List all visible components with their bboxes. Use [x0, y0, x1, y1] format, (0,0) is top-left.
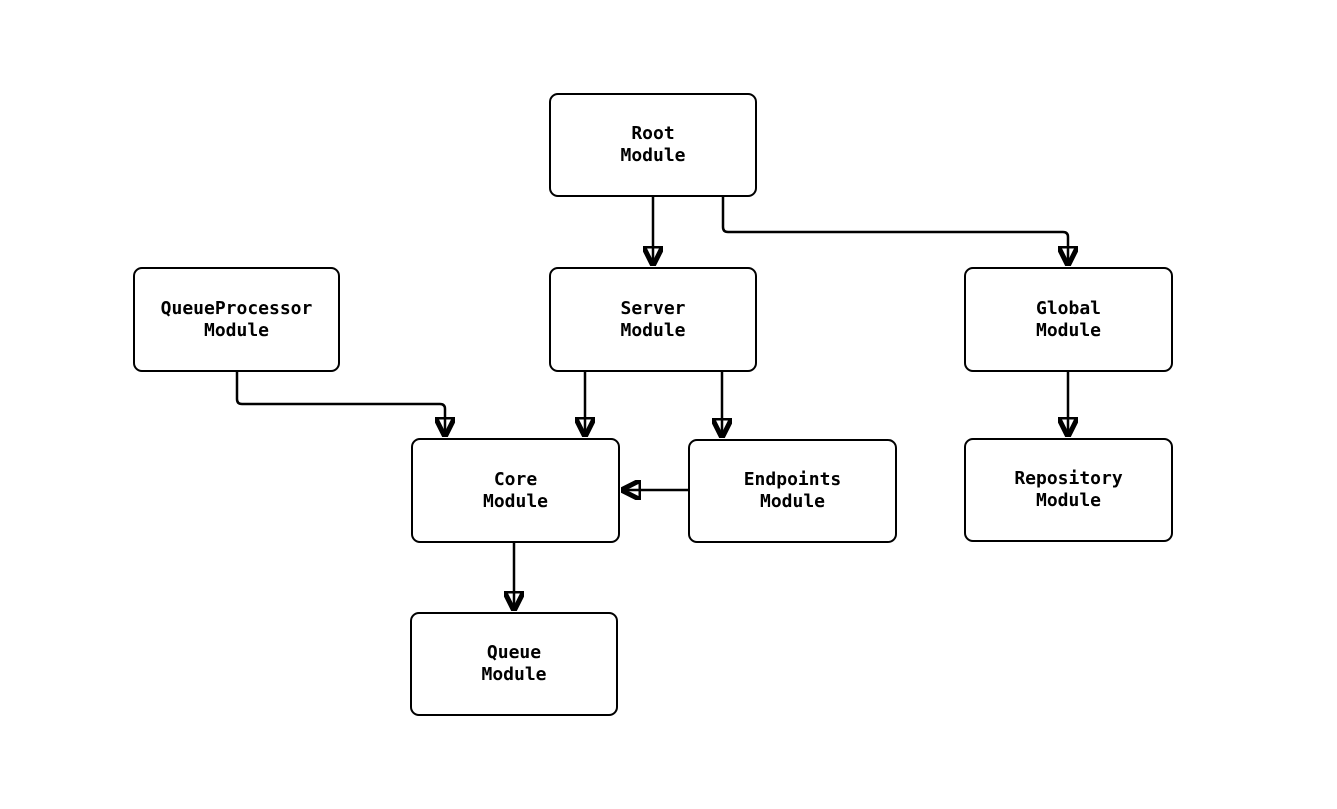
node-label-line2: Module — [203, 319, 270, 341]
node-queueprocessor-module: QueueProcessor Module — [133, 267, 340, 372]
node-label-line1: QueueProcessor — [160, 297, 313, 319]
node-label-line2: Module — [1035, 319, 1102, 341]
node-label-line1: Root — [631, 123, 675, 144]
node-label-line2: Module — [620, 145, 686, 166]
node-server-module: Server Module — [549, 267, 757, 372]
node-global-module: Global Module — [964, 267, 1173, 372]
edge-root-to-global — [721, 197, 1068, 266]
node-label-line2: Module — [481, 664, 547, 685]
node-label-line1: Core — [493, 468, 538, 490]
node-core-module: Core Module — [411, 438, 620, 543]
edge-queueprocessor-to-core — [235, 372, 445, 437]
node-label-line1: Server — [620, 297, 686, 319]
node-label-line1: Global — [1035, 297, 1102, 319]
node-label-line2: Module — [482, 490, 549, 512]
node-endpoints-module: Endpoints Module — [688, 439, 897, 543]
node-root-module: Root Module — [549, 93, 757, 197]
node-label-line2: Module — [759, 491, 826, 512]
node-repository-module: Repository Module — [964, 438, 1173, 542]
node-label-line1: Endpoints — [743, 469, 842, 490]
node-label-line2: Module — [1035, 490, 1102, 511]
node-label-line1: Queue — [486, 642, 542, 663]
node-label-line1: Repository — [1014, 468, 1123, 489]
node-queue-module: Queue Module — [410, 612, 618, 716]
node-label-line2: Module — [620, 319, 686, 341]
